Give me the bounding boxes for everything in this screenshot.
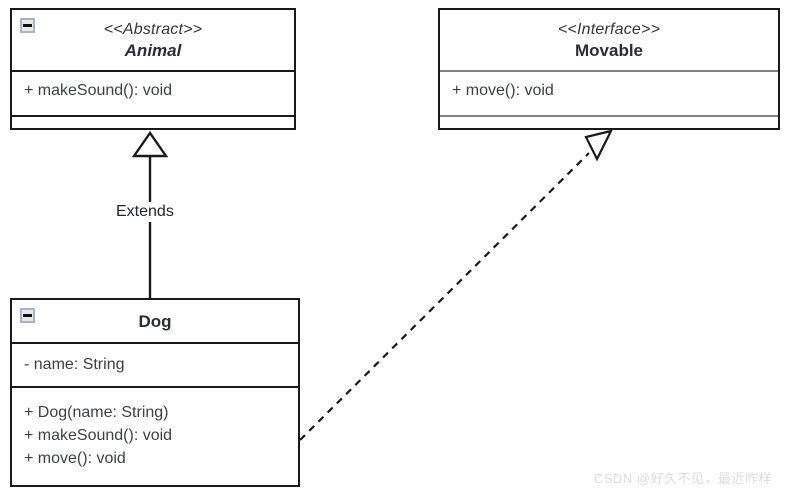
class-title-compartment-animal: <<Abstract>> Animal [12,10,294,70]
watermark-text: CSDN @好久不见，最近咋样 [593,471,772,486]
class-method-item: + move(): void [452,82,554,99]
class-stereotype-movable: <<Interface>> [557,20,661,38]
minus-icon-bar [23,24,32,27]
class-name-animal: Animal [124,40,182,60]
class-methods-compartment-dog: + Dog(name: String) + makeSound(): void … [12,386,298,485]
class-name-movable: Movable [574,40,644,60]
class-title-compartment-movable: <<Interface>> Movable [440,10,778,70]
class-box-dog[interactable]: Dog - name: String + Dog(name: String) +… [10,298,300,487]
class-empty-compartment-movable [440,115,778,126]
edge-label-extends: Extends [112,202,178,222]
class-method-item: + makeSound(): void [24,427,173,444]
class-methods-compartment-animal: + makeSound(): void [12,70,294,115]
class-title-compartment-dog: Dog [12,300,298,342]
class-name-dog: Dog [138,311,172,331]
class-stereotype-animal: <<Abstract>> [103,20,203,38]
class-methods-compartment-movable: + move(): void [440,70,778,115]
class-attributes-compartment-dog: - name: String [12,342,298,386]
realization-dashed-line [299,152,590,441]
minus-icon-bar [23,314,32,317]
hollow-triangle-arrowhead [584,129,614,162]
minus-icon[interactable] [20,308,35,323]
class-method-item: + Dog(name: String) [24,404,169,421]
class-method-item: + makeSound(): void [24,82,173,99]
hollow-triangle-arrowhead [131,130,169,158]
class-box-movable[interactable]: <<Interface>> Movable + move(): void [438,8,780,130]
realization-edge-dog-to-movable[interactable] [299,129,614,441]
class-empty-compartment-animal [12,115,294,126]
class-attribute-item: - name: String [24,356,125,373]
minus-icon[interactable] [20,18,35,33]
class-method-item: + move(): void [24,450,126,467]
class-box-animal[interactable]: <<Abstract>> Animal + makeSound(): void [10,8,296,130]
